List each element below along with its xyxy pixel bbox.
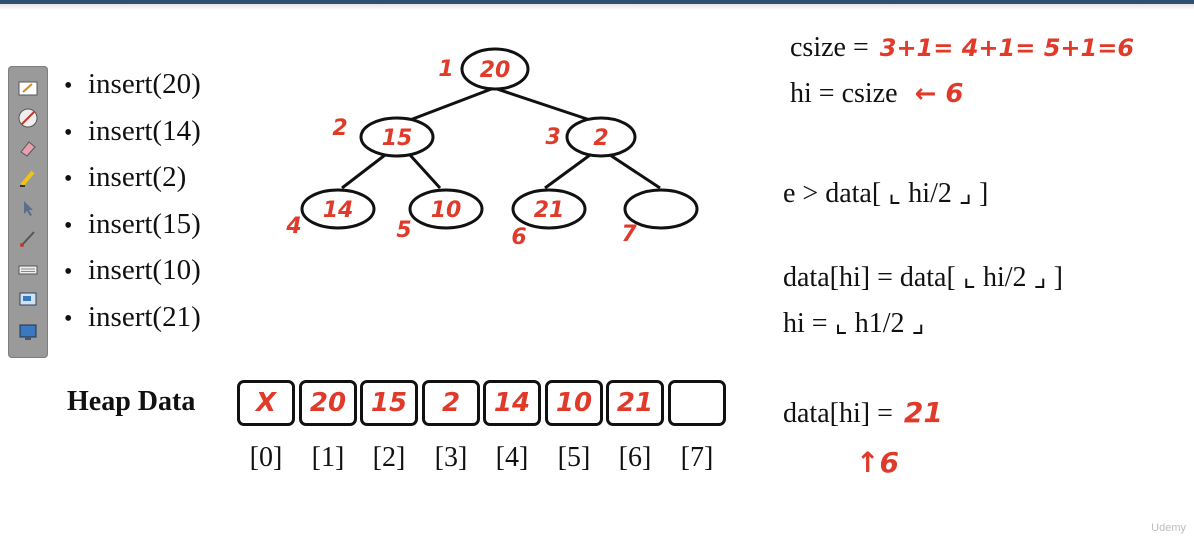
tree-node-7 [623,188,699,230]
csize-handwritten: 3+1= 4+1= 5+1=6 [879,34,1135,62]
tree-node-index: 7 [621,222,637,247]
heap-index: [7] [680,442,714,473]
tree-node-value: 21 [534,198,565,223]
list-item: insert(15) [64,202,201,249]
hi-label: hi = csize [790,78,898,109]
tree-node-4 [300,188,376,230]
heap-data-label: Heap Data [67,386,196,417]
tree-node-value: 14 [323,198,354,223]
pointer-icon[interactable] [16,196,40,220]
list-item: insert(2) [64,155,201,202]
heap-index: [2] [372,442,406,473]
list-item: insert(21) [64,295,201,342]
eraser-icon[interactable] [16,136,40,160]
final-assign-line: data[hi] = 21 [783,396,943,430]
hi-update-statement: hi = ⌞ h1/2 ⌟ [783,308,925,339]
tree-node-2 [359,116,435,158]
pen-disabled-icon[interactable] [16,106,40,130]
tree-node-index: 2 [332,116,347,141]
heap-cell: 21 [606,380,664,426]
csize-line: csize = 3+1= 4+1= 5+1=6 [790,32,1134,64]
heap-cell: 2 [422,380,480,426]
tree-node-5 [408,188,484,230]
whiteboard-icon[interactable] [16,76,40,100]
screen-capture-icon[interactable] [16,288,40,312]
brush-icon[interactable] [16,226,40,250]
list-item: insert(20) [64,62,201,109]
heap-index: [3] [434,442,468,473]
highlighter-icon[interactable] [16,166,40,190]
tree-node-value: 2 [593,126,608,151]
tree-node-6 [511,188,587,230]
top-shadow [0,4,1194,10]
heap-cell: 15 [360,380,418,426]
up-arrow-six-handwritten: ↑6 [856,446,899,479]
tree-node-index: 3 [545,125,560,150]
final-assign-label: data[hi] = [783,398,893,429]
hi-line: hi = csize ← 6 [790,78,963,110]
heap-cell: 14 [483,380,541,426]
hi-handwritten: ← 6 [914,79,964,109]
heap-cell: 20 [299,380,357,426]
heap-index: [6] [618,442,652,473]
heap-index: [4] [495,442,529,473]
heap-tree-diagram: 20 15 2 14 10 21 1 2 3 4 5 6 7 [285,47,699,250]
final-assign-handwritten: 21 [903,396,943,429]
window-top-bar [0,0,1194,4]
tree-node-1 [460,47,530,91]
heap-index: [0] [249,442,283,473]
insert-operations-list: insert(20) insert(14) insert(2) insert(1… [64,62,201,341]
keyboard-icon[interactable] [16,258,40,282]
heap-cell: X [237,380,295,426]
tree-node-index: 4 [285,214,301,239]
udemy-watermark: Udemy [1151,522,1186,534]
tree-node-value: 10 [431,198,462,223]
assign-statement: data[hi] = data[ ⌞ hi/2 ⌟ ] [783,262,1063,293]
heap-cell: 10 [545,380,603,426]
tree-node-3 [565,116,637,158]
tree-node-index: 6 [511,225,526,250]
list-item: insert(14) [64,109,201,156]
tree-node-index: 5 [396,218,411,243]
tree-node-index: 1 [438,57,453,82]
heap-index: [1] [311,442,345,473]
tree-node-value: 15 [382,126,413,151]
tree-node-value: 20 [480,58,511,83]
list-item: insert(10) [64,248,201,295]
annotation-toolbar [8,66,48,358]
csize-label: csize = [790,32,869,63]
compare-condition: e > data[ ⌞ hi/2 ⌟ ] [783,178,989,209]
heap-index: [5] [557,442,591,473]
heap-cell [668,380,726,426]
display-icon[interactable] [16,320,40,344]
